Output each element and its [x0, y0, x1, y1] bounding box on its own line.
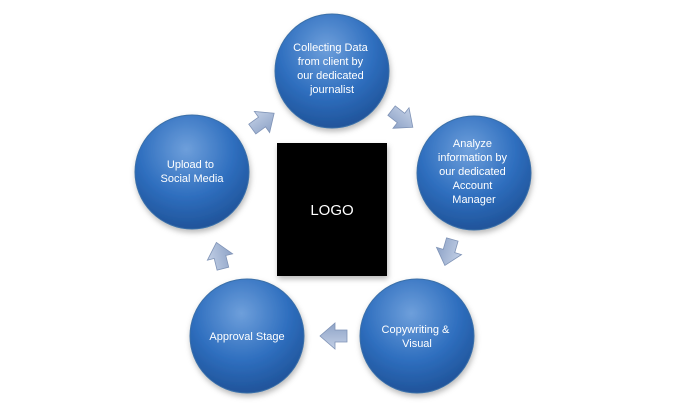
step-label: Approval Stage: [209, 331, 284, 343]
logo-block: LOGO: [277, 143, 387, 276]
step-circle: [359, 278, 475, 394]
cycle-arrows: [206, 105, 463, 350]
step-circle: [189, 278, 305, 394]
step-collecting-data: Collecting Data from client by our dedic…: [274, 13, 390, 129]
logo-label: LOGO: [310, 202, 353, 219]
step-upload-social-media: Upload to Social Media: [134, 114, 250, 230]
arrow-analyze-to-copywriting: [435, 237, 463, 267]
step-label: Collecting Data from client by our dedic…: [293, 42, 371, 96]
step-copywriting-visual: Copywriting & Visual: [359, 278, 475, 394]
step-label: Upload to Social Media: [161, 159, 225, 185]
arrow-copywriting-to-approval: [319, 322, 348, 350]
arrow-collecting-to-analyze: [387, 105, 414, 129]
step-circle: [134, 114, 250, 230]
step-analyze-information: Analyze information by our dedicated Acc…: [416, 115, 532, 231]
step-circle: [274, 13, 390, 129]
step-approval-stage: Approval Stage: [189, 278, 305, 394]
step-circle: [416, 115, 532, 231]
logo-box: [277, 143, 387, 276]
step-label: Analyze information by our dedicated Acc…: [438, 138, 510, 206]
arrow-approval-to-upload: [206, 241, 234, 271]
step-label: Copywriting & Visual: [382, 324, 453, 350]
arrow-upload-to-collecting: [248, 111, 275, 135]
